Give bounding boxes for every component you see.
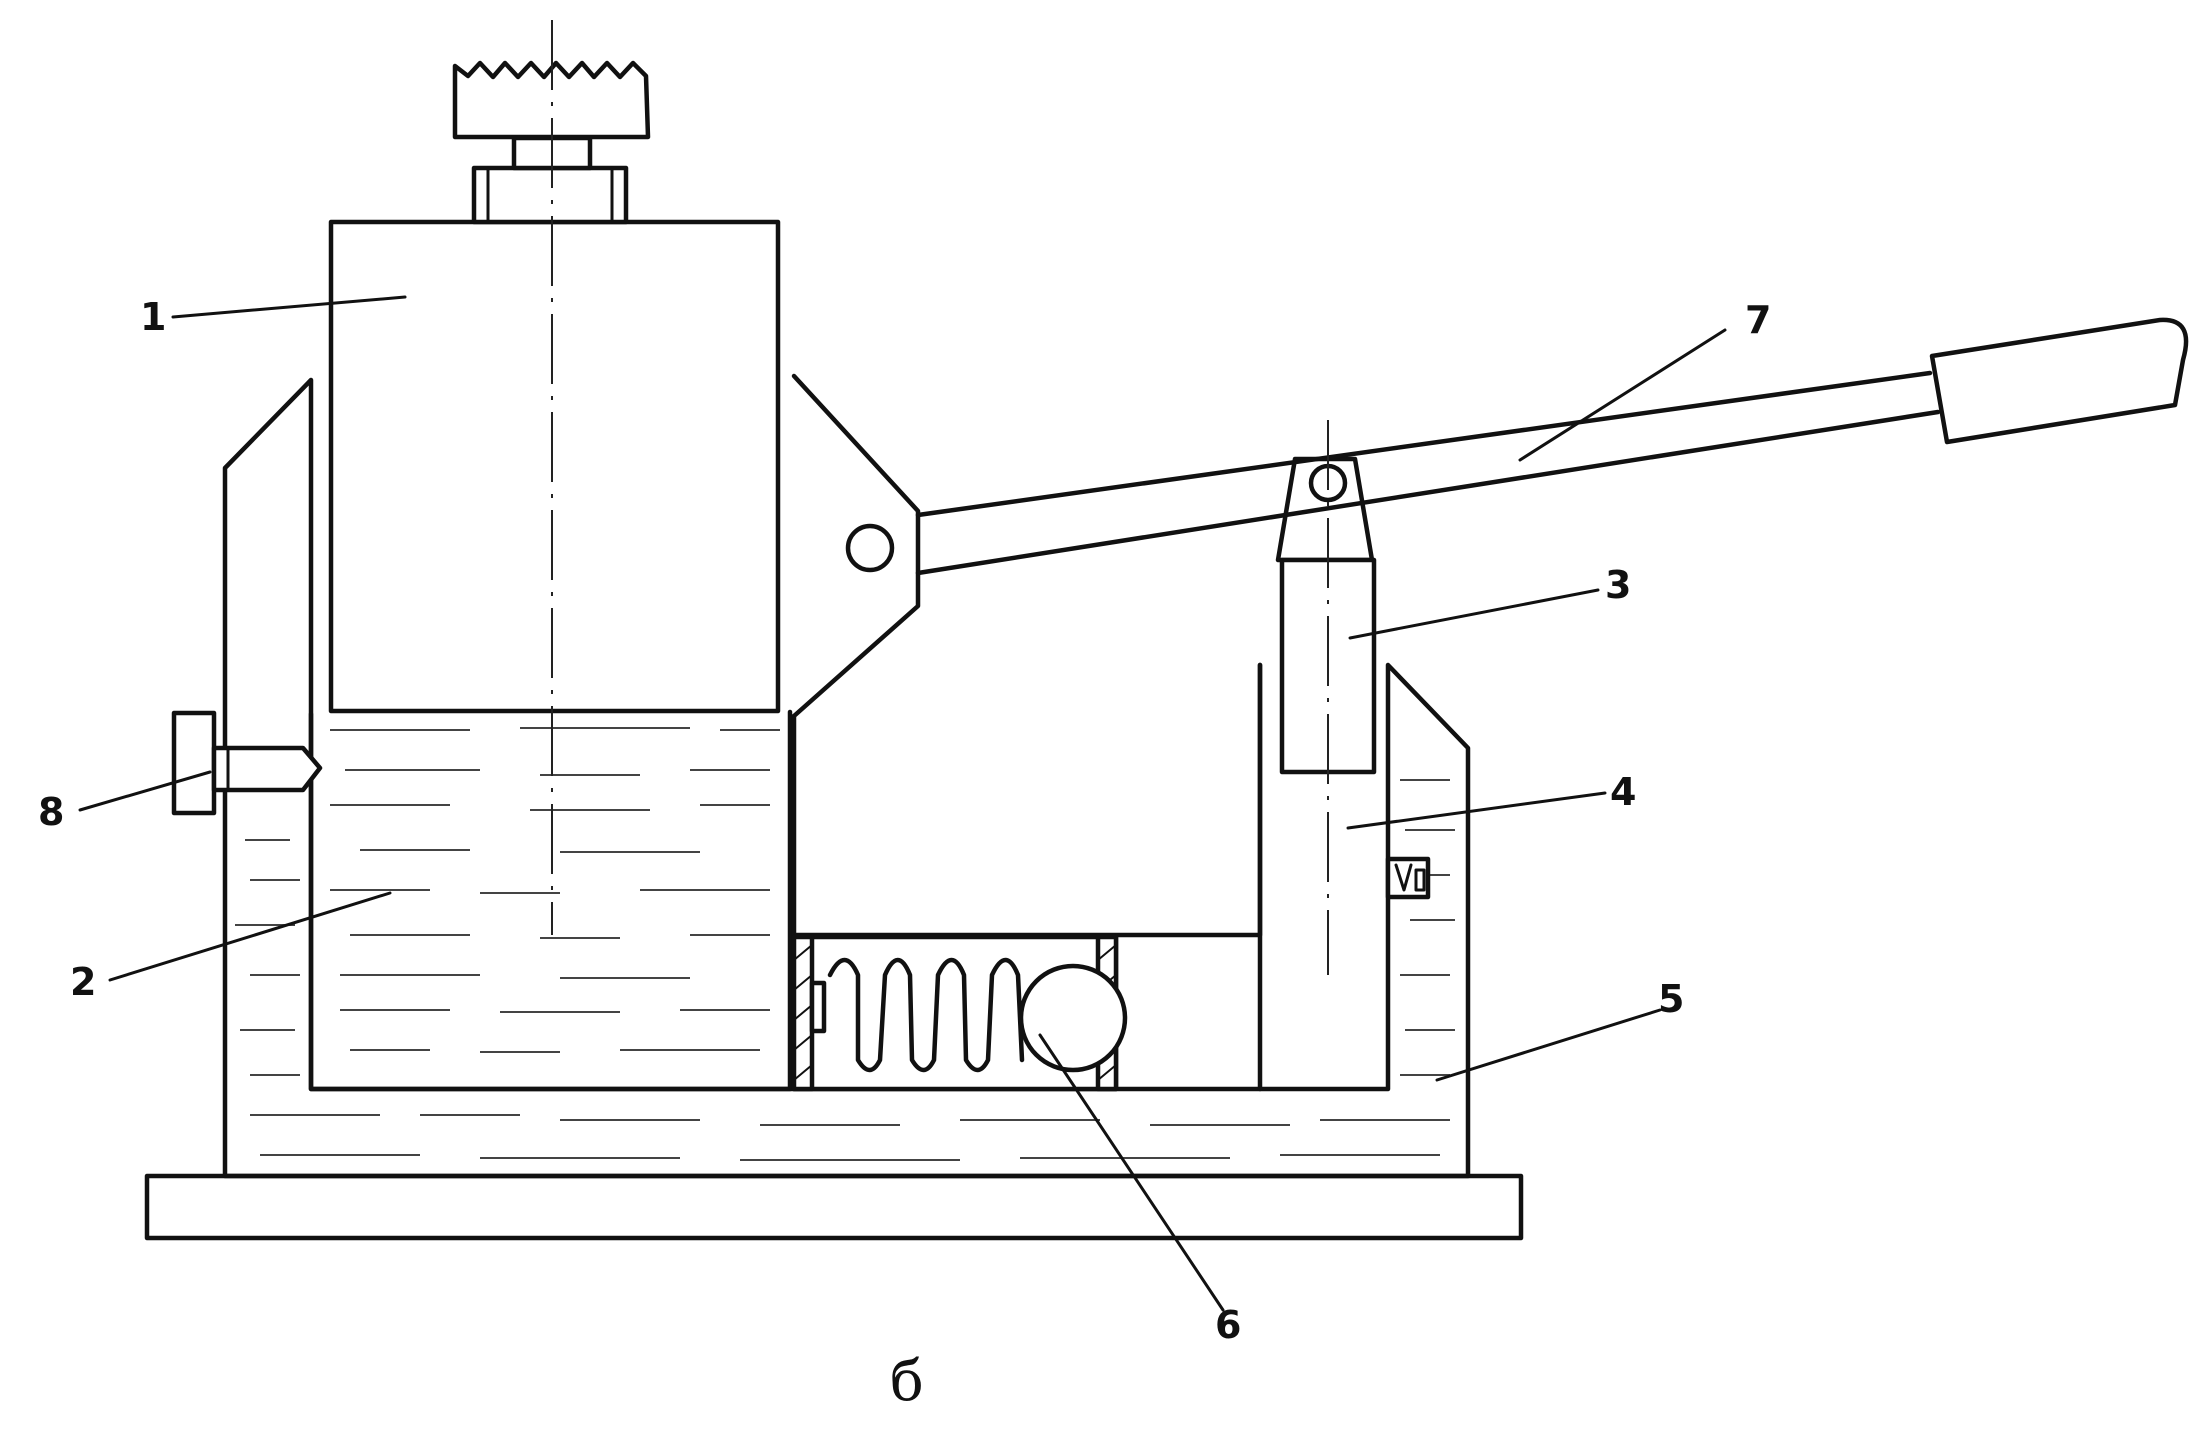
pump-bracket <box>791 373 921 719</box>
check-ball <box>1018 963 1128 1073</box>
pump-cavity <box>791 662 1263 938</box>
base-plate <box>144 1173 1524 1241</box>
lever <box>915 370 1941 576</box>
figure-caption: б <box>890 1349 924 1414</box>
lever-grip <box>1929 317 2189 445</box>
callout-4: 4 <box>1610 770 1636 814</box>
leader-3 <box>1348 588 1600 640</box>
pivot-left <box>845 523 895 573</box>
ram <box>328 219 781 714</box>
callout-1: 1 <box>140 295 166 339</box>
callout-2: 2 <box>70 960 96 1004</box>
leader-7 <box>1518 328 1727 462</box>
reservoir <box>308 709 793 1092</box>
body-liquid-hatching <box>235 779 1455 1161</box>
leader-8 <box>78 770 212 812</box>
ram-nut <box>471 165 629 225</box>
leader-5 <box>1435 1008 1662 1082</box>
leader-2 <box>108 891 392 982</box>
callout-5: 5 <box>1658 977 1684 1021</box>
leader-4 <box>1346 791 1607 830</box>
callout-8: 8 <box>38 790 64 834</box>
callout-3: 3 <box>1605 563 1631 607</box>
callout-6: 6 <box>1215 1303 1241 1347</box>
knurled-cap <box>452 60 651 140</box>
body-outline <box>222 377 1471 1179</box>
callout-7: 7 <box>1745 298 1771 342</box>
leader-6 <box>1038 1033 1225 1312</box>
release-screw <box>171 710 323 816</box>
leader-1 <box>171 295 407 319</box>
spring <box>827 957 1025 1073</box>
reservoir-liquid-hatching <box>330 727 780 1053</box>
